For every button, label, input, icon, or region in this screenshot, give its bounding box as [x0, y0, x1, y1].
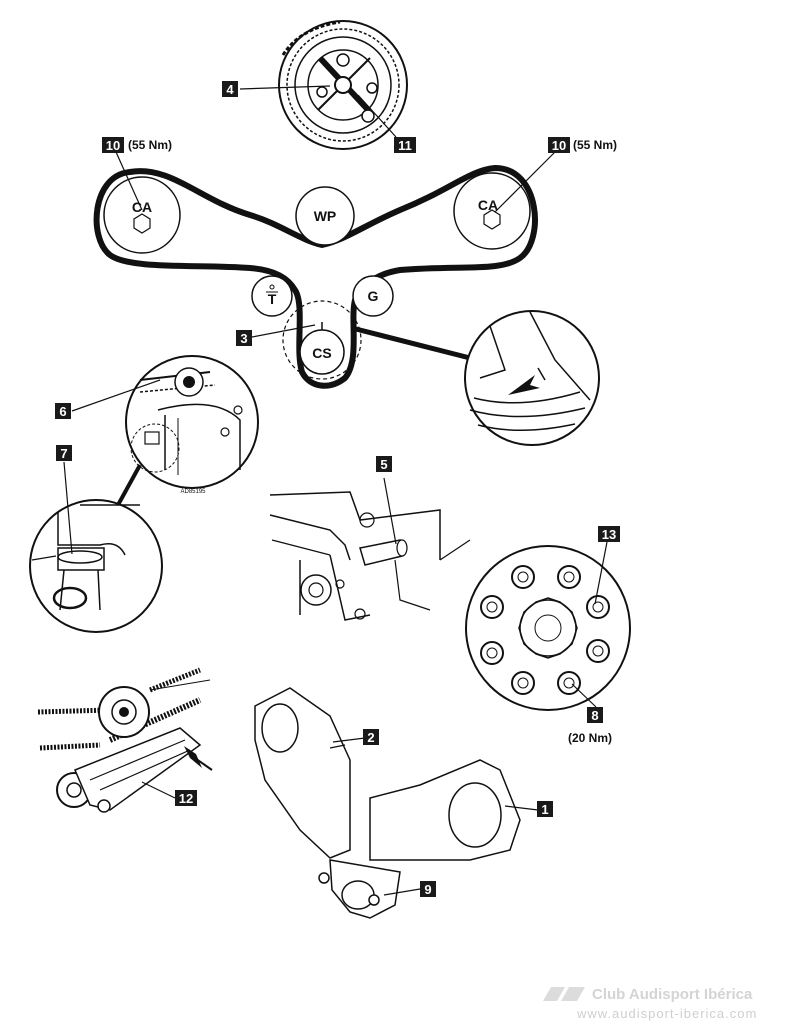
- callout-3: 3: [236, 330, 252, 346]
- callout-4: 4: [222, 81, 238, 97]
- cam-sprocket-detail: [239, 20, 408, 150]
- watermark-title: Club Audisport Ibérica: [592, 986, 753, 1003]
- pulley-label-g: G: [368, 288, 379, 304]
- torque-cam-right: (55 Nm): [573, 138, 617, 152]
- svg-text:11: 11: [398, 138, 412, 153]
- camshaft-pulley-left: CA: [103, 176, 181, 254]
- svg-text:4: 4: [226, 82, 234, 97]
- svg-text:1: 1: [541, 802, 548, 817]
- callout-12: 12: [175, 790, 197, 806]
- crank-flange-detail: [465, 541, 631, 711]
- svg-text:12: 12: [179, 791, 193, 806]
- callout-2: 2: [363, 729, 379, 745]
- watermark-url: www.audisport-iberica.com: [577, 1006, 758, 1021]
- svg-text:6: 6: [59, 404, 66, 419]
- svg-text:7: 7: [60, 446, 67, 461]
- svg-text:10: 10: [106, 138, 120, 153]
- callout-6: 6: [55, 403, 71, 419]
- callout-5: 5: [376, 456, 392, 472]
- water-pump-pulley: WP: [295, 186, 355, 246]
- tensioner-tool-detail: [37, 667, 213, 813]
- pulley-label-ca-left: CA: [132, 199, 152, 215]
- svg-text:9: 9: [424, 882, 431, 897]
- lock-pin-detail: [29, 461, 163, 633]
- guide-pulley: G: [352, 275, 394, 317]
- torque-crank-bolts: (20 Nm): [568, 731, 612, 745]
- pulley-label-t: T: [268, 291, 277, 307]
- timing-covers: [254, 687, 539, 919]
- tensioner-pulley: T: [251, 275, 293, 317]
- camshaft-pulley-right: CA: [453, 172, 531, 250]
- svg-text:3: 3: [240, 331, 247, 346]
- club-logo-icon: [543, 987, 585, 1001]
- callout-11: 11: [394, 137, 416, 153]
- svg-text:8: 8: [591, 708, 598, 723]
- engine-detail: [269, 477, 471, 621]
- crankshaft-pulley: CS: [282, 300, 362, 380]
- callout-10-left: 10 (55 Nm): [102, 137, 172, 153]
- pulley-label-cs: CS: [312, 345, 331, 361]
- callout-8: 8 (20 Nm): [568, 707, 612, 745]
- callout-1: 1: [537, 801, 553, 817]
- pulley-label-wp: WP: [314, 208, 337, 224]
- flange-bolts: [480, 565, 610, 695]
- svg-text:2: 2: [367, 730, 374, 745]
- callout-9: 9: [420, 881, 436, 897]
- svg-text:5: 5: [380, 457, 387, 472]
- crank-mark-detail: [464, 310, 600, 446]
- pulley-label-ca-right: CA: [478, 197, 498, 213]
- belt-routing: CA CA WP T G CS: [93, 151, 556, 389]
- torque-cam-left: (55 Nm): [128, 138, 172, 152]
- callout-7: 7: [56, 445, 72, 461]
- tensioner-detail: AD85195: [71, 355, 259, 506]
- callout-10-right: 10 (55 Nm): [548, 137, 617, 153]
- callout-13: 13: [598, 526, 620, 542]
- figure-code: AD85195: [180, 489, 206, 495]
- svg-text:13: 13: [602, 527, 616, 542]
- svg-text:10: 10: [552, 138, 566, 153]
